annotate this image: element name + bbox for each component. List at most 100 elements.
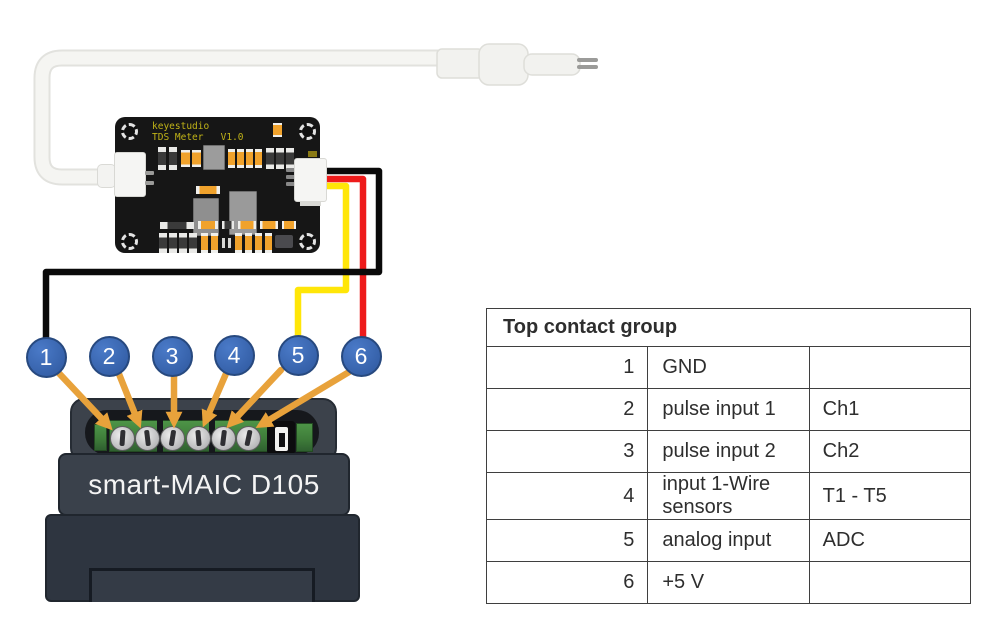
table-row: 2 pulse input 1 Ch1 <box>485 388 972 431</box>
pcb-brand: keyestudio <box>152 121 210 132</box>
connector-pin <box>145 171 154 175</box>
pcb-inductor <box>196 186 220 194</box>
pcb-component <box>238 221 256 229</box>
pcb-component <box>198 221 218 229</box>
table-header-row: Top contact group <box>486 308 971 347</box>
connector-pin <box>286 182 295 186</box>
pcb-component <box>235 233 242 253</box>
arrow-to-terminal-6 <box>255 368 353 429</box>
contact-description: pulse input 2 <box>647 430 810 473</box>
terminal-block <box>296 423 313 452</box>
arrow-to-terminal-2 <box>113 365 143 429</box>
pcb-component <box>192 150 201 167</box>
pcb-ic-chip <box>193 198 219 236</box>
pcb-component <box>201 233 208 253</box>
mounting-hole-icon <box>299 123 316 140</box>
contact-number: 4 <box>485 472 649 520</box>
pcb-component <box>169 233 177 253</box>
screw-terminal-5[interactable] <box>210 425 236 451</box>
contact-description: pulse input 1 <box>647 388 810 431</box>
pcb-component <box>266 148 274 169</box>
wire-yellow-analog <box>294 182 350 342</box>
contact-channel: ADC <box>808 519 972 562</box>
contact-description: GND <box>647 346 810 389</box>
contact-number: 5 <box>485 519 649 562</box>
contact-description: analog input <box>647 519 810 562</box>
connector-pin <box>286 168 295 172</box>
probe-cable-outline <box>33 49 456 186</box>
connector-pin <box>145 181 154 185</box>
screw-terminal-1[interactable] <box>109 425 135 451</box>
pin-number: 4 <box>227 341 241 368</box>
contact-description: input 1-Wire sensors <box>647 472 810 520</box>
d105-connector-slot-pin <box>279 433 285 447</box>
d105-base-panel <box>89 568 315 602</box>
pin-number: 1 <box>39 343 53 370</box>
pcb-component <box>273 123 282 137</box>
arrow-to-terminal-4 <box>201 365 232 428</box>
pcb-component <box>222 238 225 248</box>
pin-number: 3 <box>165 342 179 369</box>
pin-marker-4: 4 <box>213 334 255 376</box>
pin-marker-1: 1 <box>25 336 67 378</box>
mounting-hole-icon <box>299 233 316 250</box>
pcb-component <box>275 235 293 248</box>
pin-number: 2 <box>102 342 116 369</box>
pcb-component <box>179 233 187 253</box>
arrow-to-terminal-1 <box>51 365 113 431</box>
table-row: 1 GND <box>485 346 972 389</box>
pcb-component <box>286 148 294 169</box>
pcb-transistor <box>203 145 225 170</box>
pcb-component <box>169 147 177 170</box>
pcb-component <box>181 150 190 167</box>
pcb-model: TDS Meter V1.0 <box>152 132 244 143</box>
jst-connector-tab <box>300 201 321 206</box>
jst-connector-right <box>294 158 327 202</box>
pcb-component <box>222 221 234 229</box>
pcb-component <box>228 238 231 248</box>
pcb-component <box>228 149 235 168</box>
pcb-component <box>260 221 278 229</box>
contact-channel: Ch1 <box>808 388 972 431</box>
pcb-component <box>255 149 262 168</box>
table-title: Top contact group <box>486 308 971 347</box>
pin-marker-3: 3 <box>151 335 193 377</box>
probe-cable <box>35 51 454 184</box>
pcb-component <box>246 149 253 168</box>
contact-table: Top contact group 1 GND 2 pulse input 1 … <box>485 308 972 604</box>
pcb-component <box>211 233 218 253</box>
pcb-component <box>245 233 252 253</box>
contact-number: 2 <box>485 388 649 431</box>
table-row: 3 pulse input 2 Ch2 <box>485 430 972 473</box>
probe-electrode-pin <box>577 65 598 69</box>
pcb-component <box>282 221 296 229</box>
screw-terminal-2[interactable] <box>134 425 160 451</box>
probe-body <box>478 43 529 86</box>
table-row: 6 +5 V <box>485 561 972 604</box>
wire-red-5v <box>320 175 367 342</box>
contact-number: 6 <box>485 561 649 604</box>
pin-number: 5 <box>291 341 305 368</box>
pcb-component <box>237 149 244 168</box>
connector-pin <box>286 175 295 179</box>
screw-terminal-4[interactable] <box>185 425 211 451</box>
pcb-component <box>255 233 262 253</box>
device-label: smart-MAIC D105 <box>88 468 320 500</box>
pcb-component <box>189 233 197 253</box>
screw-terminal-3[interactable] <box>159 425 185 451</box>
pin-marker-5: 5 <box>277 334 319 376</box>
probe-electrode-pin <box>577 58 598 62</box>
pcb-component <box>308 151 317 157</box>
contact-channel: Ch2 <box>808 430 972 473</box>
arrow-to-terminal-5 <box>226 366 285 429</box>
pcb-component <box>160 222 194 229</box>
mounting-hole-icon <box>121 123 138 140</box>
screw-terminal-6[interactable] <box>235 425 261 451</box>
pcb-component <box>159 233 167 253</box>
pin-marker-2: 2 <box>88 335 130 377</box>
probe-sleeve <box>436 48 484 79</box>
